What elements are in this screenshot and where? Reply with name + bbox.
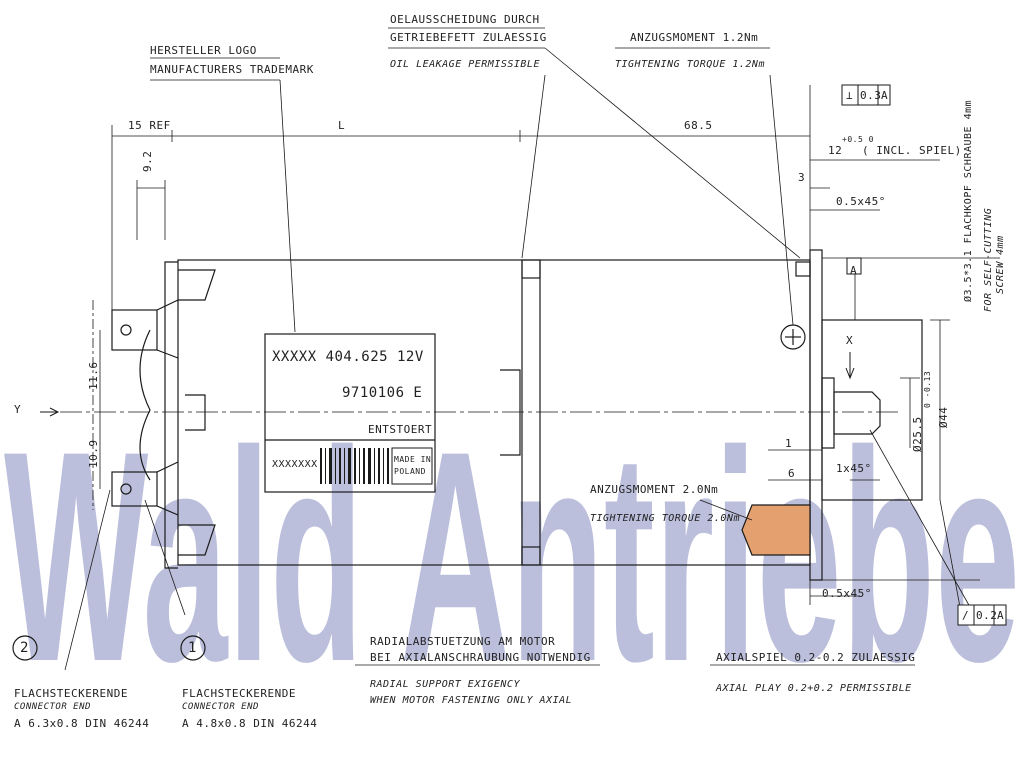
plate-line-2: 9710106 E [342,385,423,401]
tol-top-symbol: ⊥ [846,89,854,102]
torque-top-de: ANZUGSMOMENT 1.2Nm [630,31,759,44]
radial-note-en-2: WHEN MOTOR FASTENING ONLY AXIAL [370,695,573,706]
dim-chamfer-top: 0.5x45° [836,195,886,208]
radial-note-de-2: BEI AXIALANSCHRAUBUNG NOTWENDIG [370,651,591,664]
oil-callout-de-1: OELAUSSCHEIDUNG DURCH [390,13,540,26]
plate-line-3: ENTSTOERT [368,423,433,436]
oil-callout-en: OIL LEAKAGE PERMISSIBLE [390,59,540,70]
dim-one: 1 [785,437,793,450]
screw-callout-en-1: FOR SELF-CUTTING [983,207,994,312]
terminal-1 [111,471,158,507]
axial-note-en: AXIAL PLAY 0.2+0.2 PERMISSIBLE [716,683,912,694]
dim-d25: Ø25.5 [911,416,924,452]
dim-11-6: 11.6 [87,361,100,391]
tol-bottom-symbol: / [962,609,970,622]
screw-callout-de: Ø3.5*3.1 FLACHKOPF SCHRAUBE 4mm [963,99,974,302]
barcode [320,448,389,484]
torque-top-en: TIGHTENING TORQUE 1.2Nm [615,59,765,70]
dim-10-9: 10.9 [87,439,100,469]
connector-1-en: CONNECTOR END [182,702,259,712]
tol-bottom-value: 0.2 [976,609,998,622]
flange [809,249,823,581]
axial-note-de: AXIALSPIEL 0.2-0.2 ZULAESSIG [716,651,916,664]
datum-a [846,257,862,275]
datum-a-label: A [850,264,858,277]
dim-incl-tol: +0.5 0 [842,135,874,144]
plate-line-1: XXXXX 404.625 12V [272,349,424,365]
axis-y-label: Y [14,403,22,416]
dim-gap: 9.2 [141,150,154,172]
terminal-2 [111,309,158,351]
dim-incl-value: 12 [828,144,843,157]
connector-2-en: CONNECTOR END [14,702,91,712]
dim-length: 68.5 [684,119,713,132]
dim-six: 6 [788,467,796,480]
dim-chamfer-bottom: 0.5x45° [822,587,872,600]
dim-L: L [338,119,346,132]
connector-1-number: 1 [188,640,197,656]
dim-three: 3 [798,171,806,184]
oil-callout-de-2: GETRIEBEFETT ZULAESSIG [390,31,547,44]
screw-callout-en-2: SCREW 4mm [995,235,1006,294]
connector-2-number: 2 [20,640,29,656]
logo-callout-de: HERSTELLER LOGO [150,44,257,57]
axis-x-label: X [846,334,854,347]
tol-top-ref: A [881,89,889,102]
threaded-hole [741,504,811,556]
dim-ref: 15 REF [128,119,171,132]
logo-callout-en: MANUFACTURERS TRADEMARK [150,63,314,76]
tol-bottom-ref: A [997,609,1005,622]
torque-mid-en: TIGHTENING TORQUE 2.0Nm [590,513,740,524]
connector-2-de: FLACHSTECKERENDE [14,687,128,700]
tol-top-value: 0.3 [860,89,882,102]
label-plate-border [264,333,436,493]
connector-1-de: FLACHSTECKERENDE [182,687,296,700]
output-shaft [833,391,881,435]
plate-made-2: POLAND [394,467,426,476]
plate-code: XXXXXXX [272,459,318,470]
radial-note-en-1: RADIAL SUPPORT EXIGENCY [370,679,520,690]
dim-incl-text: ( INCL. SPIEL) [862,144,962,157]
connector-1-spec: A 4.8x0.8 DIN 46244 [182,717,318,730]
plate-made-1: MADE IN [394,455,432,464]
radial-note-de-1: RADIALABSTUETZUNG AM MOTOR [370,635,556,648]
torque-mid-de: ANZUGSMOMENT 2.0Nm [590,483,719,496]
dim-d25-tol: 0 -0.13 [923,370,932,408]
dim-d44: Ø44 [937,406,950,428]
dim-chamfer-1x45: 1x45° [836,462,872,475]
connector-2-spec: A 6.3x0.8 DIN 46244 [14,717,150,730]
